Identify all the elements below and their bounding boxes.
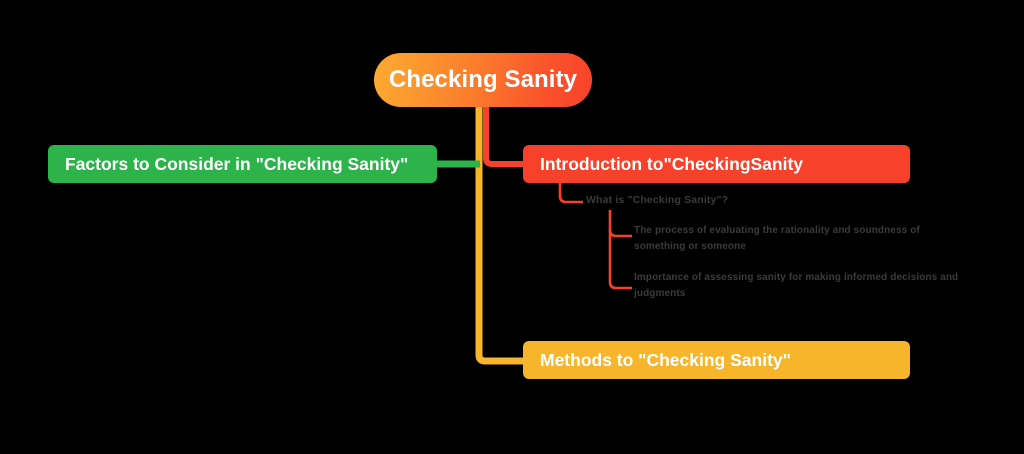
branch-node-factors[interactable]: Factors to Consider in "Checking Sanity": [48, 145, 437, 183]
connector-what-is-stem: [608, 210, 632, 290]
root-node-checking-sanity[interactable]: Checking Sanity: [374, 53, 592, 107]
connector-root-to-introduction: [483, 105, 523, 167]
subnode-definition-label: The process of evaluating the rationalit…: [634, 225, 920, 252]
branch-node-introduction[interactable]: Introduction to"CheckingSanity: [523, 145, 910, 183]
subnode-definition[interactable]: The process of evaluating the rationalit…: [634, 223, 964, 255]
branch-node-methods-label: Methods to "Checking Sanity": [540, 349, 791, 370]
branch-node-methods[interactable]: Methods to "Checking Sanity": [523, 341, 910, 379]
connector-introduction-to-what-is: [558, 183, 583, 204]
connector-what-is-to-definition: [608, 229, 632, 238]
subnode-importance[interactable]: Importance of assessing sanity for makin…: [634, 270, 964, 302]
subnode-importance-label: Importance of assessing sanity for makin…: [634, 272, 959, 299]
subnode-what-is-label: What is "Checking Sanity"?: [586, 194, 729, 206]
connector-root-to-methods: [475, 105, 523, 365]
branch-node-factors-label: Factors to Consider in "Checking Sanity": [65, 153, 409, 174]
branch-node-introduction-label: Introduction to"CheckingSanity: [540, 153, 804, 174]
subnode-what-is[interactable]: What is "Checking Sanity"?: [586, 194, 728, 206]
root-node-label: Checking Sanity: [388, 66, 578, 93]
